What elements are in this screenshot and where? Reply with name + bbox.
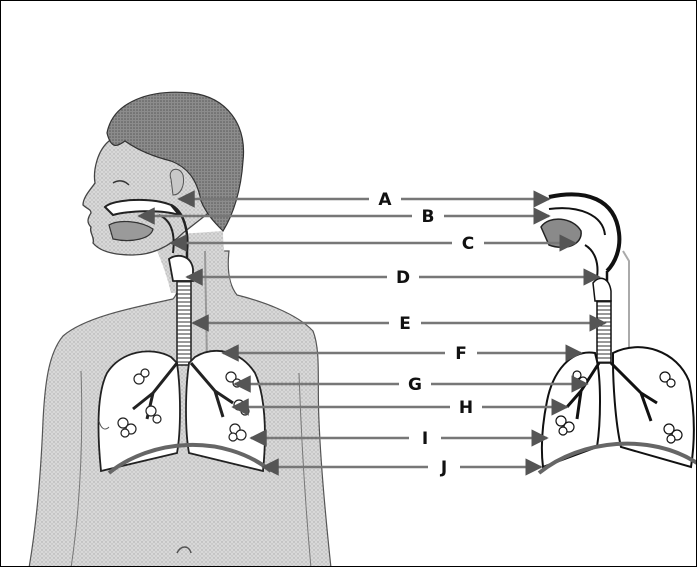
trachea-right: [597, 301, 611, 363]
airway-schematic: [539, 194, 697, 473]
label-j: J: [440, 458, 447, 478]
trachea-left: [177, 281, 191, 365]
label-h: H: [459, 398, 473, 418]
label-g: G: [408, 375, 422, 395]
label-a: A: [378, 190, 392, 210]
lung-left-figure: [99, 351, 180, 471]
lung-left-schematic: [542, 353, 600, 467]
label-b: B: [422, 207, 435, 227]
label-row-c: C: [171, 234, 575, 254]
lung-right-schematic: [613, 347, 694, 467]
label-e: E: [399, 314, 411, 334]
label-c: C: [462, 234, 474, 254]
label-row-d: D: [187, 268, 599, 288]
label-d: D: [396, 268, 410, 288]
label-i: I: [422, 429, 428, 449]
human-figure: [29, 92, 331, 567]
label-f: F: [455, 344, 467, 364]
